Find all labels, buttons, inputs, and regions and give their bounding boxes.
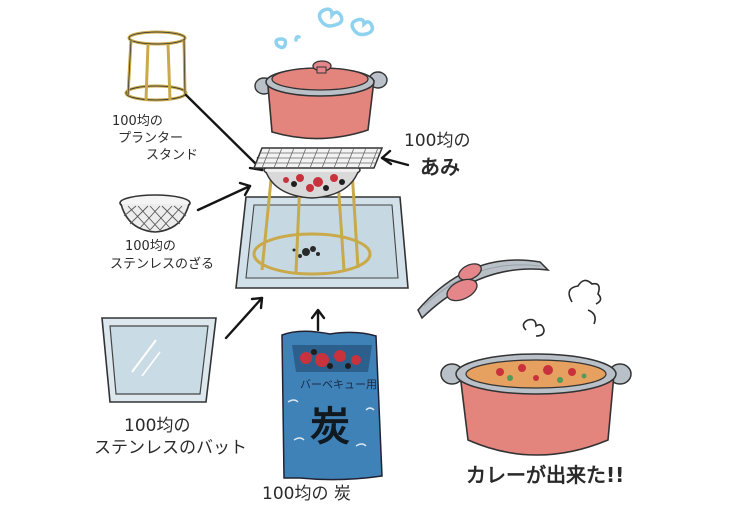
grill-net-icon [252,147,384,169]
steam-icon [274,7,375,50]
lid-icon [417,259,551,320]
ash [292,246,320,258]
label-net-1: 100均の [404,131,470,151]
center-pot-icon [254,60,388,140]
label-net-2: あみ [420,155,460,179]
label-colander-1: 100均の [125,239,176,254]
label-colander-2: ステンレスのざる [110,256,214,272]
label-tray-2: ステンレスのバット [94,438,247,458]
stainless-tray-icon [101,317,217,403]
center-tray-icon [235,196,409,289]
bag-small-text: バーベキュー用 [300,378,377,391]
label-planter-stand-1: 100均の [112,114,163,129]
label-planter-stand-3: スタンド [146,148,198,163]
stand-bottom-ring [252,232,372,276]
colander-icon [119,194,191,233]
label-tray-1: 100均の [124,416,190,436]
label-charcoal: 100均の 炭 [262,484,351,504]
curry-pot-icon [440,353,632,456]
bag-big-text: 炭 [310,404,350,450]
arrow-charcoal [310,308,326,332]
planter-stand-icon [124,30,188,102]
arrow-tray [224,296,264,340]
charcoal-bag-icon [281,330,383,481]
label-planter-stand-2: プランター [118,131,183,146]
label-curry-done: カレーが出来た!! [466,463,624,487]
arrow-net [380,149,410,167]
arrow-colander [196,181,252,212]
steam-pot-icon [522,279,602,337]
